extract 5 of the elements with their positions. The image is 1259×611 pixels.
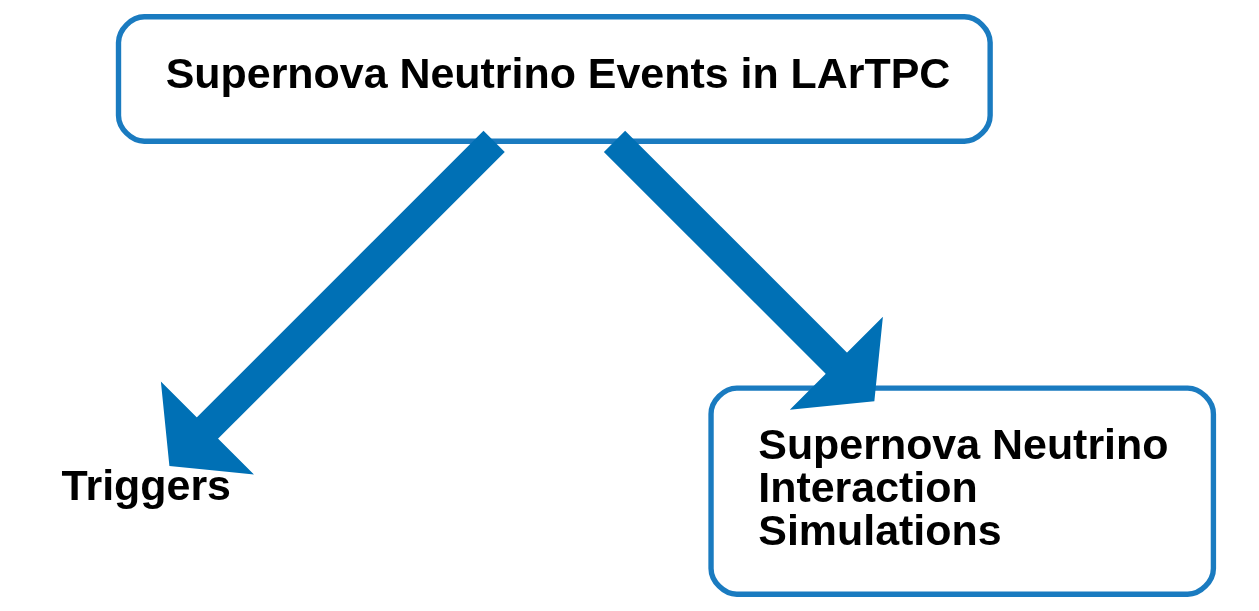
node-box: Supernova Neutrino Events in LArTPC xyxy=(115,14,993,144)
arrow xyxy=(603,130,883,410)
arrow xyxy=(160,130,505,475)
node-box: Supernova Neutrino Interaction Simulations xyxy=(707,385,1216,597)
node-text: Triggers xyxy=(61,460,231,509)
